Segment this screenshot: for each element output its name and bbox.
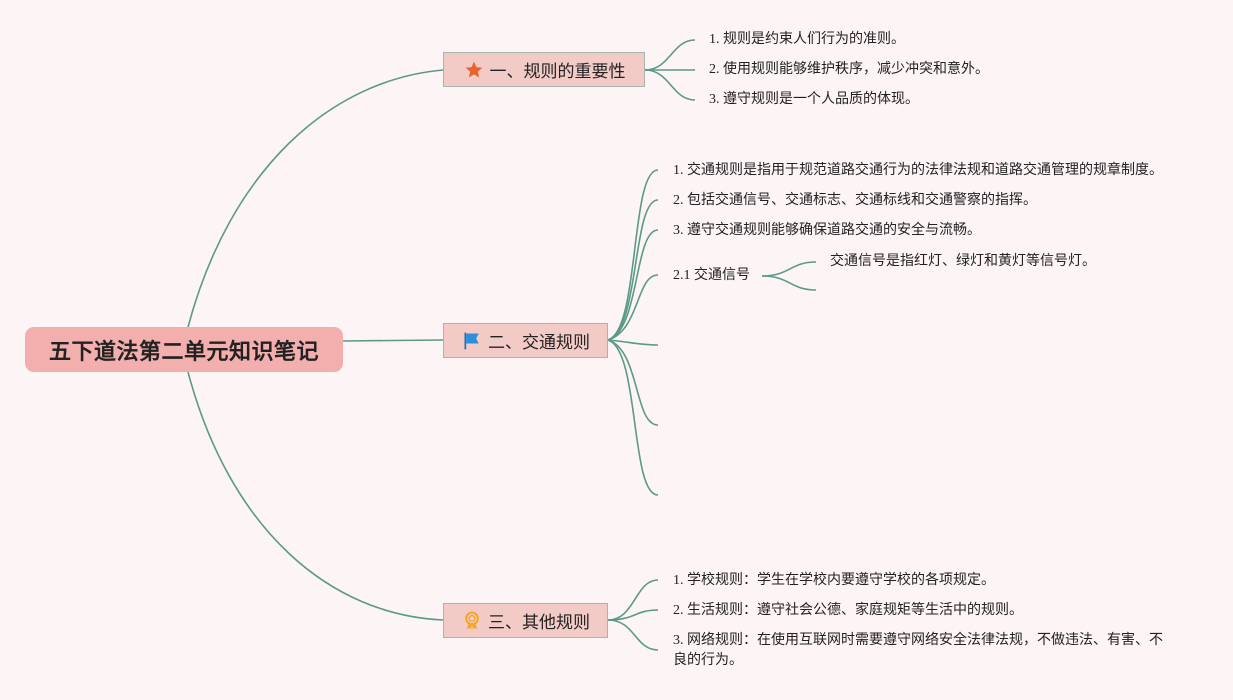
star-icon xyxy=(463,59,485,81)
connector-b2-leaf-5 xyxy=(607,339,659,346)
connector-b1-leaf-3 xyxy=(644,69,696,101)
connector-b2-leaf-6 xyxy=(607,339,659,426)
leaf-b2-1[interactable]: 1. 交通规则是指用于规范道路交通行为的法律法规和道路交通管理的规章制度。 xyxy=(673,163,1163,178)
connector-sub-2 xyxy=(761,275,817,291)
award-icon xyxy=(461,610,483,632)
branch-topic-1-label: 一、规则的重要性 xyxy=(489,62,626,82)
leaf-b3-1[interactable]: 1. 学校规则：学生在学校内要遵守学校的各项规定。 xyxy=(673,573,995,588)
branch-topic-3-label: 三、其他规则 xyxy=(488,613,590,633)
branch-topic-3[interactable]: 三、其他规则 xyxy=(443,603,608,638)
flag-icon xyxy=(461,330,483,352)
connector-b3-leaf-3 xyxy=(607,619,659,651)
leaf-b2-2[interactable]: 2. 包括交通信号、交通标志、交通标线和交通警察的指挥。 xyxy=(673,193,1037,208)
connector-b3-leaf-1 xyxy=(607,579,659,621)
connector-root-branch-2 xyxy=(342,339,444,342)
connector-b2-leaf-3 xyxy=(607,229,659,341)
connector-b2-leaf-4 xyxy=(607,274,659,341)
branch-topic-2[interactable]: 二、交通规则 xyxy=(443,323,608,358)
root-topic[interactable]: 五下道法第二单元知识笔记 xyxy=(25,327,343,372)
leaf-b2-3[interactable]: 3. 遵守交通规则能够确保道路交通的安全与流畅。 xyxy=(673,223,981,238)
branch-topic-2-label: 二、交通规则 xyxy=(488,333,590,353)
connector-b2-leaf-7 xyxy=(607,339,659,496)
leaf-sub-1[interactable]: 交通信号是指红灯、绿灯和黄灯等信号灯。 xyxy=(830,254,1096,269)
leaf-b2-4[interactable]: 2.1 交通信号 xyxy=(673,268,750,283)
connector-root-branch-1 xyxy=(187,69,444,328)
leaf-b1-2[interactable]: 2. 使用规则能够维护秩序，减少冲突和意外。 xyxy=(709,62,989,77)
leaf-b3-2[interactable]: 2. 生活规则：遵守社会公德、家庭规矩等生活中的规则。 xyxy=(673,603,1023,618)
branch-topic-1[interactable]: 一、规则的重要性 xyxy=(443,52,645,87)
connector-b1-leaf-1 xyxy=(644,39,696,71)
connector-root-branch-3 xyxy=(187,371,444,621)
root-topic-label: 五下道法第二单元知识笔记 xyxy=(48,339,319,365)
leaf-b1-3[interactable]: 3. 遵守规则是一个人品质的体现。 xyxy=(709,92,919,107)
leaf-b1-1[interactable]: 1. 规则是约束人们行为的准则。 xyxy=(709,32,905,47)
connector-b2-leaf-2 xyxy=(607,199,659,341)
connector-sub-1 xyxy=(761,261,817,277)
connector-b2-leaf-1 xyxy=(607,169,659,341)
connector-b3-leaf-2 xyxy=(607,609,659,621)
leaf-b3-3[interactable]: 3. 网络规则：在使用互联网时需要遵守网络安全法律法规，不做违法、有害、不良的行… xyxy=(673,633,1163,668)
